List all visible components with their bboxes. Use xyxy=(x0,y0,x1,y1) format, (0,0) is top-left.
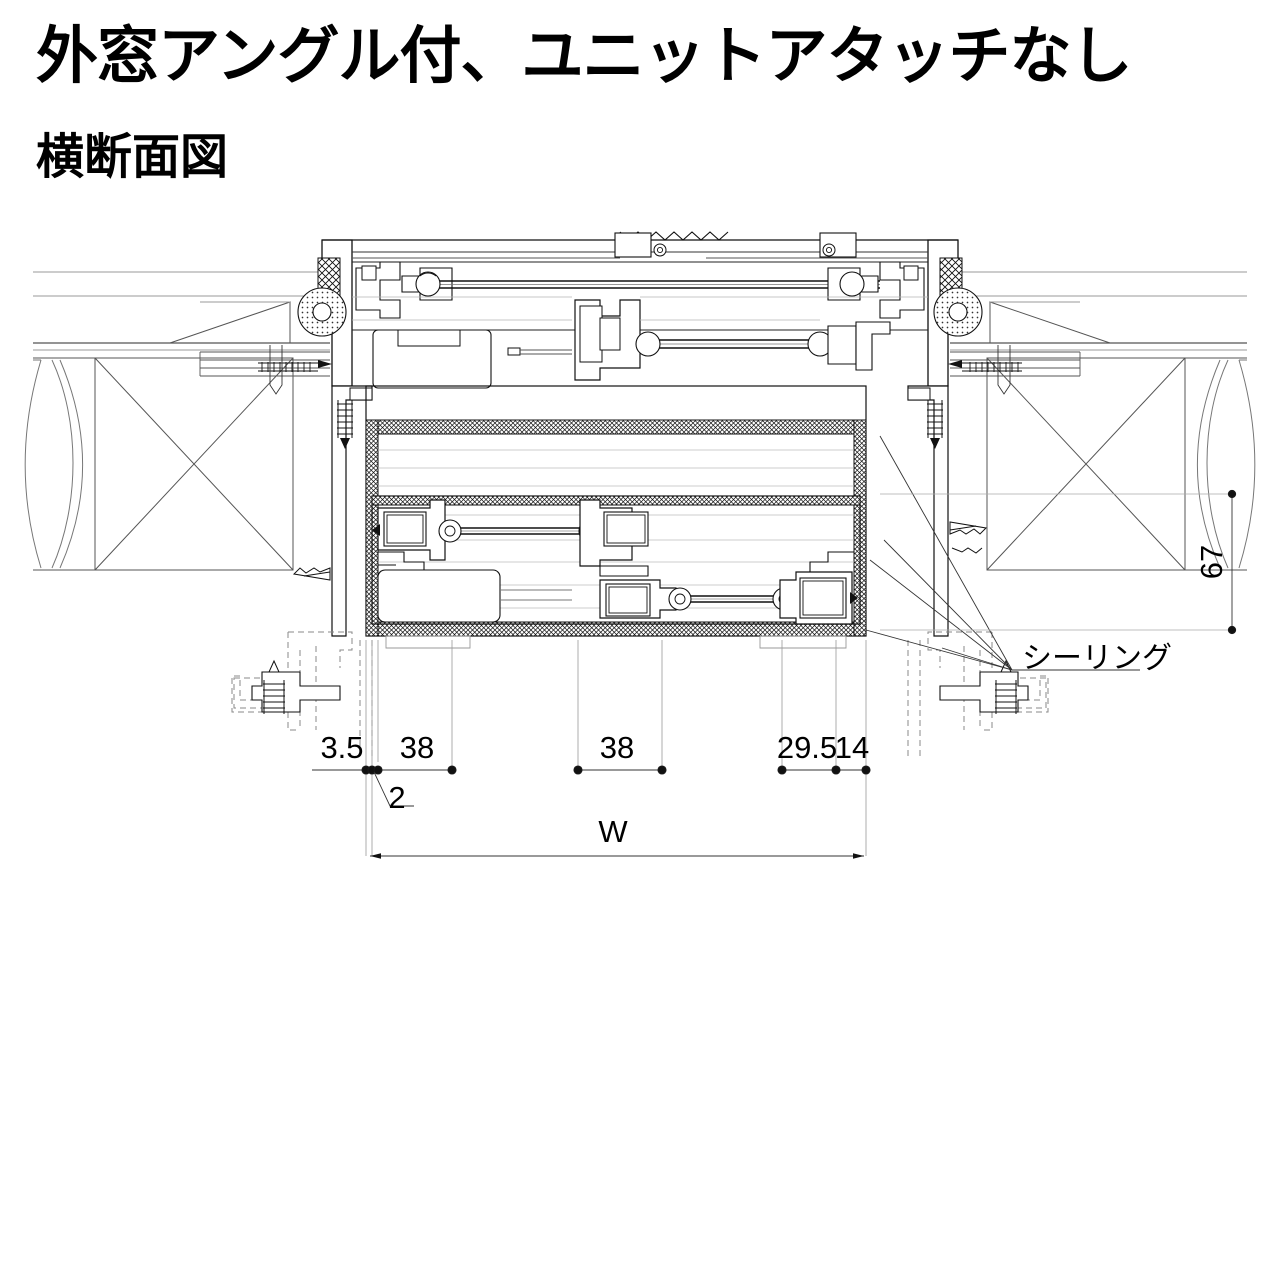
right-wall-assembly xyxy=(947,271,1256,571)
left-wall-assembly xyxy=(24,271,333,571)
phantom-detail-right-solid xyxy=(939,659,1029,714)
screw-left-upper xyxy=(258,360,332,372)
dim-label-3p5: 3.5 xyxy=(320,730,363,765)
projection-lines xyxy=(365,640,867,856)
screw-right-lower xyxy=(927,400,943,449)
dim-label-29p5: 29.5 xyxy=(777,730,837,765)
dimension-chain xyxy=(312,765,871,807)
page-title: 外窓アングル付、ユニットアタッチなし xyxy=(36,22,1133,91)
outer-sash-right xyxy=(827,261,925,319)
dim-label-38-left: 38 xyxy=(400,730,434,765)
outer-window-frame xyxy=(297,231,983,389)
outer-sash-left xyxy=(355,261,880,319)
sealing-leader-lines xyxy=(865,435,1140,671)
inner-sash-upper-left xyxy=(377,499,649,577)
dim-label-W: W xyxy=(598,814,628,849)
dim-label-67: 67 xyxy=(1194,545,1229,579)
dim-label-38-center: 38 xyxy=(600,730,634,765)
jamb-angle-right xyxy=(907,385,949,637)
annotation-sealing: シーリング xyxy=(1022,642,1172,675)
seal-clip-right xyxy=(947,521,988,554)
dimension-67 xyxy=(880,489,1237,635)
seal-clip-left xyxy=(292,566,333,582)
dimension-labels: 3.5 38 38 29.5 14 2 67 W シーリング xyxy=(320,545,1229,849)
screw-right-upper xyxy=(948,360,1022,372)
dim-label-2: 2 xyxy=(388,780,405,815)
inner-sash-lower-right xyxy=(599,571,853,625)
outer-meeting-stile xyxy=(574,299,641,381)
inner-window-unit xyxy=(365,385,867,649)
outer-sash-lower-glass xyxy=(635,321,891,371)
phantom-detail-left-solid xyxy=(251,659,341,714)
dim-label-14: 14 xyxy=(835,730,869,765)
page-subtitle: 横断面図 xyxy=(36,131,229,184)
screw-left-lower xyxy=(337,400,353,449)
